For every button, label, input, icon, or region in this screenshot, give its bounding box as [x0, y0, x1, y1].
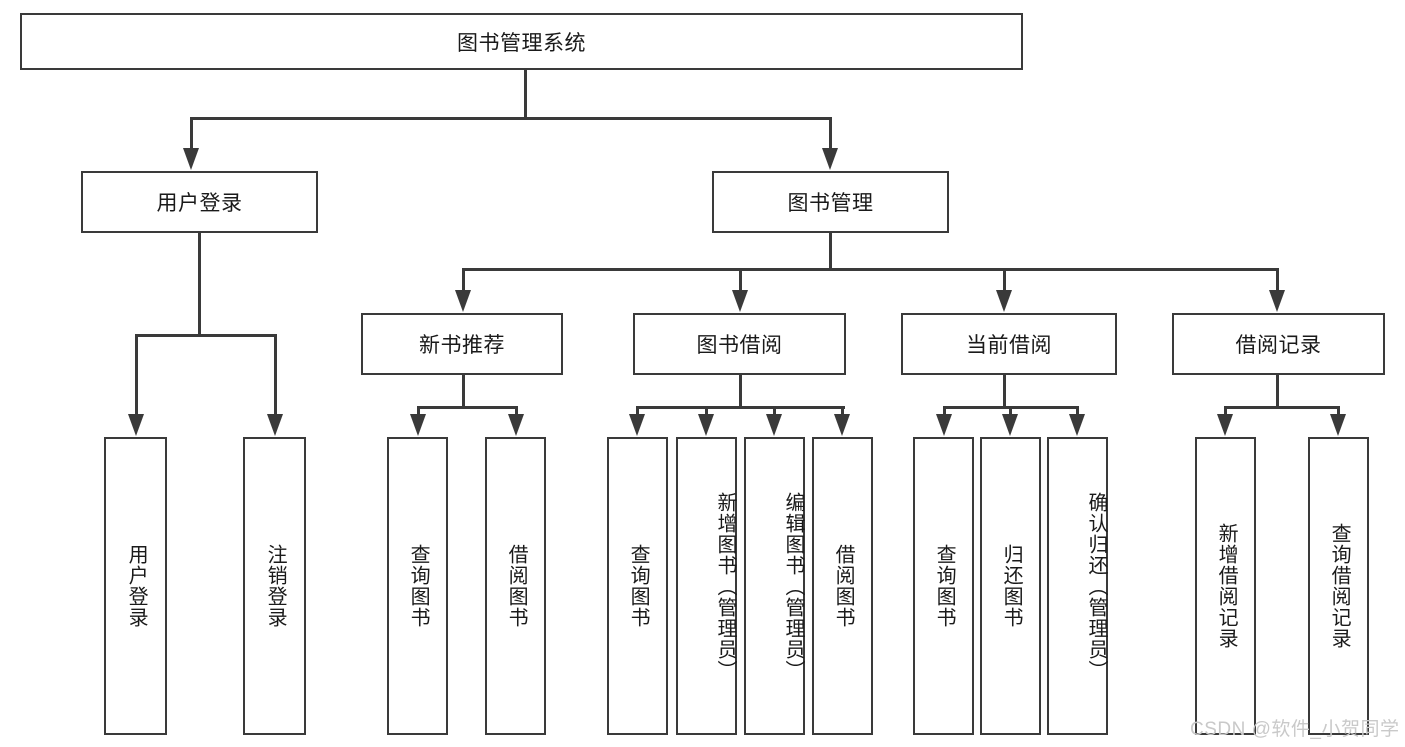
edge-borrow-record-stem — [1276, 375, 1279, 407]
arrow-nb-to-leaf-2 — [508, 414, 524, 436]
arrow-user-login-to-leaf-2 — [267, 414, 283, 436]
edge-user-login-to-leaf-1 — [135, 334, 138, 416]
arrow-root-to-user-login — [183, 148, 199, 170]
arrow-cb-to-leaf-2 — [1002, 414, 1018, 436]
watermark-text: CSDN @软件_小贺同学 — [1190, 719, 1400, 740]
edge-bm-to-new-book — [462, 268, 465, 292]
arrow-br-to-leaf-2 — [1330, 414, 1346, 436]
edge-new-book-bus — [417, 406, 518, 409]
edge-bm-to-book-borrow — [739, 268, 742, 292]
node-label: 编辑图书（管理员） — [782, 491, 804, 681]
node-label: 借阅图书 — [832, 544, 855, 628]
edge-book-borrow-bus — [636, 406, 845, 409]
node-user-login[interactable]: 用户登录 — [81, 171, 318, 233]
edge-nb-to-leaf-2 — [515, 406, 518, 416]
node-label: 借阅记录 — [1235, 334, 1322, 357]
node-label: 用户登录 — [125, 544, 148, 628]
edge-bb-to-leaf-2 — [705, 406, 708, 416]
node-book-borrow[interactable]: 图书借阅 — [633, 313, 846, 375]
leaf-book-borrow-add-book-admin[interactable]: 新增图书（管理员） — [676, 437, 737, 735]
arrow-cb-to-leaf-3 — [1069, 414, 1085, 436]
node-label: 查询借阅记录 — [1328, 523, 1351, 649]
node-label: 新增图书（管理员） — [714, 491, 736, 681]
node-label: 新书推荐 — [419, 334, 505, 357]
leaf-book-borrow-borrow-book[interactable]: 借阅图书 — [812, 437, 873, 735]
edge-book-management-stem — [829, 233, 832, 270]
leaf-user-login-logout[interactable]: 注销登录 — [243, 437, 306, 735]
leaf-book-borrow-query-book[interactable]: 查询图书 — [607, 437, 668, 735]
edge-cb-to-leaf-1 — [943, 406, 946, 416]
edge-cb-to-leaf-2 — [1009, 406, 1012, 416]
node-label: 查询图书 — [627, 544, 650, 628]
leaf-user-login-login[interactable]: 用户登录 — [104, 437, 167, 735]
node-borrow-record[interactable]: 借阅记录 — [1172, 313, 1385, 375]
edge-bm-to-borrow-record — [1276, 268, 1279, 292]
node-current-borrow[interactable]: 当前借阅 — [901, 313, 1117, 375]
edge-current-borrow-stem — [1003, 375, 1006, 407]
edge-bb-to-leaf-1 — [636, 406, 639, 416]
arrow-cb-to-leaf-1 — [936, 414, 952, 436]
edge-root-to-book-management — [829, 117, 832, 150]
edge-new-book-stem — [462, 375, 465, 407]
edge-user-login-to-leaf-2 — [274, 334, 277, 416]
arrow-bb-to-leaf-3 — [766, 414, 782, 436]
edge-borrow-record-bus — [1224, 406, 1339, 409]
edge-book-borrow-stem — [739, 375, 742, 407]
node-new-book-recommend[interactable]: 新书推荐 — [361, 313, 563, 375]
leaf-current-borrow-query-book[interactable]: 查询图书 — [913, 437, 974, 735]
arrow-bm-to-current-borrow — [996, 290, 1012, 312]
node-label: 图书借阅 — [696, 334, 783, 357]
leaf-new-book-query-book[interactable]: 查询图书 — [387, 437, 448, 735]
node-label: 当前借阅 — [966, 334, 1052, 357]
edge-br-to-leaf-2 — [1337, 406, 1340, 416]
edge-bb-to-leaf-3 — [773, 406, 776, 416]
edge-bm-to-current-borrow — [1003, 268, 1006, 292]
node-label: 查询图书 — [407, 544, 430, 628]
node-label: 新增借阅记录 — [1215, 523, 1238, 649]
arrow-nb-to-leaf-1 — [410, 414, 426, 436]
edge-user-login-stem — [198, 233, 201, 335]
node-book-management-system[interactable]: 图书管理系统 — [20, 13, 1023, 70]
arrow-bb-to-leaf-1 — [629, 414, 645, 436]
arrow-bb-to-leaf-4 — [834, 414, 850, 436]
edge-br-to-leaf-1 — [1224, 406, 1227, 416]
node-book-management[interactable]: 图书管理 — [712, 171, 949, 233]
node-label: 用户登录 — [156, 192, 243, 215]
leaf-current-borrow-return-book[interactable]: 归还图书 — [980, 437, 1041, 735]
edge-root-stem — [524, 70, 527, 118]
edge-bb-to-leaf-4 — [841, 406, 844, 416]
node-label: 查询图书 — [933, 544, 956, 628]
leaf-borrow-record-query-record[interactable]: 查询借阅记录 — [1308, 437, 1369, 735]
edge-nb-to-leaf-1 — [417, 406, 420, 416]
edge-root-bus — [190, 117, 831, 120]
edge-root-to-user-login — [190, 117, 193, 150]
node-label: 归还图书 — [1000, 544, 1023, 628]
arrow-bb-to-leaf-2 — [698, 414, 714, 436]
arrow-br-to-leaf-1 — [1217, 414, 1233, 436]
node-label: 注销登录 — [264, 544, 287, 628]
node-label: 图书管理系统 — [457, 31, 586, 55]
edge-user-login-bus — [135, 334, 276, 337]
arrow-bm-to-book-borrow — [732, 290, 748, 312]
arrow-user-login-to-leaf-1 — [128, 414, 144, 436]
arrow-bm-to-new-book — [455, 290, 471, 312]
leaf-book-borrow-edit-book-admin[interactable]: 编辑图书（管理员） — [744, 437, 805, 735]
node-label: 图书管理 — [787, 192, 874, 215]
leaf-new-book-borrow-book[interactable]: 借阅图书 — [485, 437, 546, 735]
leaf-current-borrow-confirm-return-admin[interactable]: 确认归还（管理员） — [1047, 437, 1108, 735]
node-label: 借阅图书 — [505, 544, 528, 628]
arrow-root-to-book-management — [822, 148, 838, 170]
node-label: 确认归还（管理员） — [1085, 491, 1107, 681]
edge-book-management-bus — [462, 268, 1279, 271]
edge-cb-to-leaf-3 — [1076, 406, 1079, 416]
arrow-bm-to-borrow-record — [1269, 290, 1285, 312]
leaf-borrow-record-add-record[interactable]: 新增借阅记录 — [1195, 437, 1256, 735]
